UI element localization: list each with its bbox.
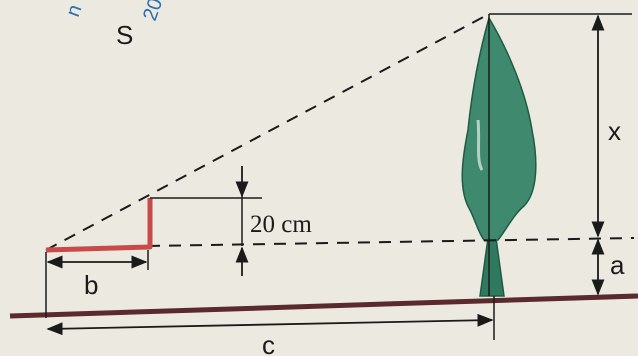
ground-line	[9, 293, 638, 319]
corner-fragment-2: 20	[139, 0, 167, 24]
c-label: c	[262, 330, 275, 356]
a-label: a	[610, 250, 625, 280]
measuring-stick	[45, 198, 153, 253]
c-dimension-arrow	[46, 313, 494, 336]
tree	[461, 14, 537, 297]
tree-crown	[461, 16, 537, 241]
corner-fragment-1: n	[62, 2, 86, 20]
tree-trunk	[479, 237, 505, 297]
corner-label-s: S	[116, 20, 133, 50]
x-label: x	[608, 116, 621, 146]
tree-highlight	[476, 119, 484, 171]
sight-line-horizontal	[147, 237, 635, 247]
stick-length-label: 20 cm	[250, 211, 312, 238]
b-label: b	[84, 270, 98, 300]
